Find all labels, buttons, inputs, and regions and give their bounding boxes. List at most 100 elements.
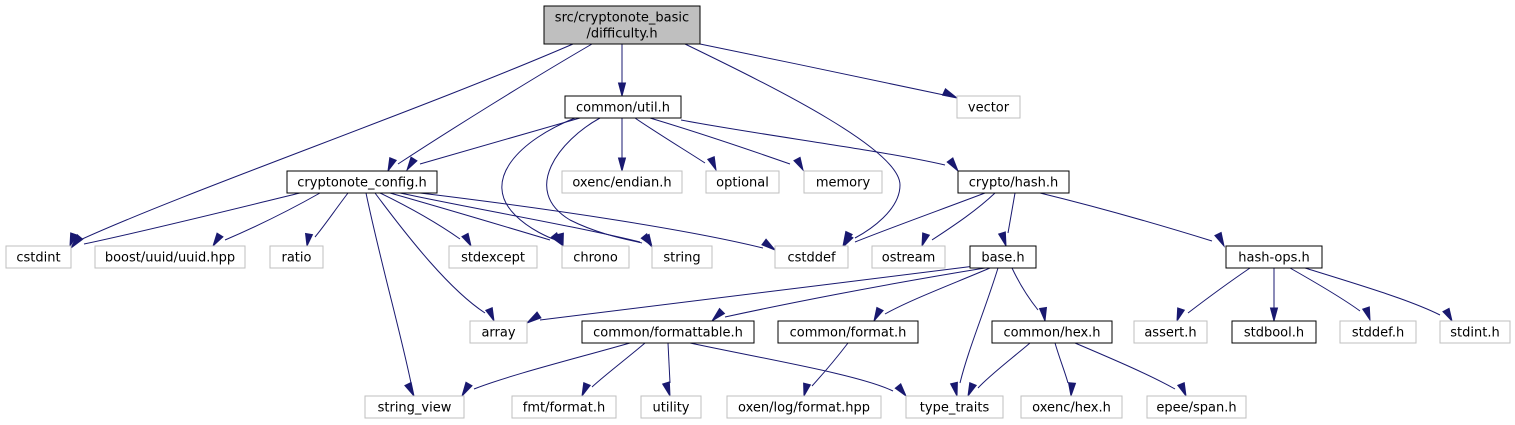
node-chrono[interactable]: chrono bbox=[561, 245, 630, 269]
edge-crypto_hash-to-cstddef bbox=[841, 192, 986, 249]
edge-line bbox=[959, 267, 999, 384]
node-label: assert.h bbox=[1144, 326, 1196, 341]
node-epee-span[interactable]: epee/span.h bbox=[1146, 395, 1247, 419]
edge-arrowhead bbox=[461, 381, 473, 397]
edge-hash_ops-to-stdint_h bbox=[1304, 267, 1453, 323]
edge-arrowhead bbox=[711, 307, 726, 322]
node-utility[interactable]: utility bbox=[640, 395, 702, 419]
edge-line bbox=[374, 192, 486, 314]
node-label: cryptonote_config.h bbox=[297, 176, 426, 191]
edge-hash_ops-to-stddef_h bbox=[1289, 267, 1371, 322]
node-cstdint[interactable]: cstdint bbox=[5, 245, 72, 269]
edge-common_util-to-memory bbox=[649, 117, 804, 172]
edge-cryptonote_config-to-array bbox=[374, 192, 495, 323]
node-ostream[interactable]: ostream bbox=[871, 245, 946, 269]
node-oxenc-endian[interactable]: oxenc/endian.h bbox=[561, 170, 683, 194]
node-label: oxen/log/format.hpp bbox=[738, 401, 870, 416]
node-base-h[interactable]: base.h bbox=[969, 245, 1037, 269]
edge-hash_ops-to-stdbool_h bbox=[1269, 268, 1279, 323]
edge-arrowhead bbox=[967, 381, 978, 398]
node-string[interactable]: string bbox=[651, 245, 713, 269]
node-stdexcept[interactable]: stdexcept bbox=[448, 245, 538, 269]
edge-line bbox=[689, 342, 894, 392]
node-label: vector bbox=[968, 101, 1010, 116]
node-oxen-log-format[interactable]: oxen/log/format.hpp bbox=[726, 395, 882, 419]
node-type-traits[interactable]: type_traits bbox=[905, 395, 1004, 419]
edge-line bbox=[724, 267, 986, 318]
edge-arrowhead bbox=[1176, 307, 1186, 323]
node-crypto-hash[interactable]: crypto/hash.h bbox=[957, 170, 1070, 194]
edge-cryptonote_config-to-cstdint bbox=[70, 192, 301, 249]
edge-line bbox=[224, 192, 321, 241]
node-box bbox=[905, 395, 1004, 419]
edge-root-to-cstdint bbox=[69, 43, 574, 248]
node-box bbox=[640, 395, 702, 419]
node-common-formattable[interactable]: common/formattable.h bbox=[581, 320, 755, 344]
edge-arrowhead bbox=[640, 233, 654, 248]
node-box bbox=[561, 245, 630, 269]
edge-common_formattable-to-string_view bbox=[461, 342, 631, 397]
node-label: stddef.h bbox=[1352, 326, 1404, 341]
edge-cryptonote_config-to-boost_uuid bbox=[211, 192, 321, 248]
edge-arrowhead bbox=[661, 381, 671, 397]
edge-common_util-to-optional bbox=[634, 117, 717, 172]
edge-line bbox=[1054, 342, 1069, 384]
node-vector[interactable]: vector bbox=[956, 95, 1021, 119]
node-box bbox=[364, 395, 465, 419]
node-string-view[interactable]: string_view bbox=[364, 395, 465, 419]
edge-arrowhead bbox=[69, 232, 79, 248]
edge-common_util-to-oxenc_endian bbox=[617, 118, 627, 173]
node-optional[interactable]: optional bbox=[705, 170, 780, 194]
node-box bbox=[448, 245, 538, 269]
edge-line bbox=[397, 43, 593, 165]
node-box bbox=[1231, 320, 1317, 344]
node-box bbox=[581, 320, 755, 344]
edge-arrowhead bbox=[1361, 306, 1371, 322]
edge-line bbox=[591, 342, 646, 388]
node-box bbox=[1146, 395, 1247, 419]
node-cryptonote-config[interactable]: cryptonote_config.h bbox=[286, 170, 438, 194]
edge-line bbox=[854, 192, 986, 243]
edge-root-to-common_util bbox=[617, 44, 627, 98]
node-label: ostream bbox=[882, 251, 936, 266]
edge-arrowhead bbox=[617, 82, 627, 98]
edge-arrowhead bbox=[873, 306, 884, 323]
edge-arrowhead bbox=[461, 232, 472, 248]
edge-arrowhead bbox=[1038, 306, 1048, 323]
node-hash-ops[interactable]: hash-ops.h bbox=[1225, 245, 1323, 269]
nodes-layer: src/cryptonote_basic/difficulty.h common/… bbox=[5, 5, 1511, 419]
edge-arrowhead bbox=[550, 232, 564, 247]
node-label: boost/uuid/uuid.hpp bbox=[105, 251, 235, 266]
node-boost-uuid[interactable]: boost/uuid/uuid.hpp bbox=[94, 245, 246, 269]
edge-line bbox=[1007, 192, 1016, 234]
node-stdbool-h[interactable]: stdbool.h bbox=[1231, 320, 1317, 344]
edge-line bbox=[83, 192, 301, 245]
node-memory[interactable]: memory bbox=[803, 170, 883, 194]
node-label: base.h bbox=[981, 251, 1024, 266]
node-box bbox=[561, 170, 683, 194]
node-oxenc-hex[interactable]: oxenc/hex.h bbox=[1020, 395, 1123, 419]
node-root[interactable]: src/cryptonote_basic/difficulty.h bbox=[543, 5, 701, 45]
node-box bbox=[543, 5, 701, 45]
node-box bbox=[469, 320, 528, 344]
node-label: utility bbox=[653, 401, 690, 416]
node-ratio[interactable]: ratio bbox=[269, 245, 324, 269]
node-common-format[interactable]: common/format.h bbox=[777, 320, 919, 344]
edge-line bbox=[977, 342, 1031, 389]
node-stdint-h[interactable]: stdint.h bbox=[1439, 320, 1511, 344]
node-common-util[interactable]: common/util.h bbox=[564, 95, 682, 119]
node-label: common/util.h bbox=[576, 101, 670, 116]
node-cstddef[interactable]: cstddef bbox=[774, 245, 849, 269]
node-array[interactable]: array bbox=[469, 320, 528, 344]
node-fmt-format[interactable]: fmt/format.h bbox=[511, 395, 617, 419]
node-label: src/cryptonote_basic bbox=[555, 11, 689, 26]
edge-line bbox=[1289, 267, 1361, 312]
node-common-hex[interactable]: common/hex.h bbox=[991, 320, 1113, 344]
edge-line bbox=[1039, 192, 1213, 242]
edge-line bbox=[379, 192, 461, 240]
node-stddef-h[interactable]: stddef.h bbox=[1339, 320, 1417, 344]
node-label: string bbox=[663, 251, 700, 266]
node-assert-h[interactable]: assert.h bbox=[1133, 320, 1208, 344]
node-box bbox=[1339, 320, 1417, 344]
node-label: ratio bbox=[282, 251, 312, 266]
